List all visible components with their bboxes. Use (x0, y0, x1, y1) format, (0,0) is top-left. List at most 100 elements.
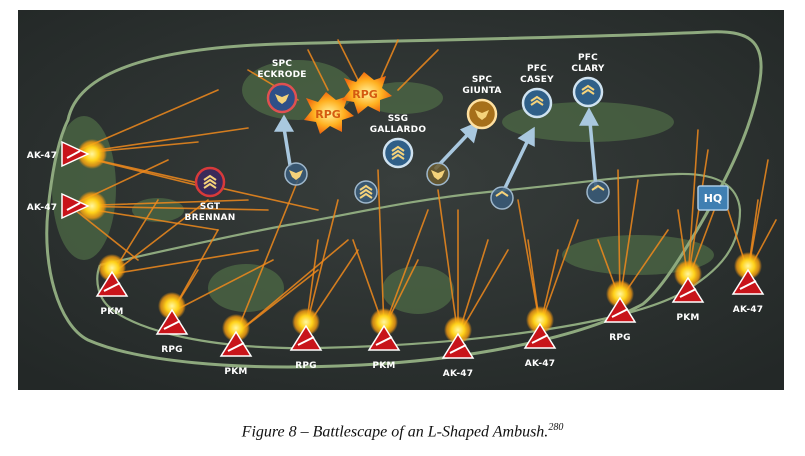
friendly-token (490, 186, 514, 210)
fire-line (687, 129, 699, 281)
fire-line (307, 49, 329, 91)
friendly-token (354, 180, 378, 204)
spc-eagle-icon (275, 94, 289, 104)
fire-line (687, 149, 709, 281)
rank-chevron-icon (391, 149, 405, 156)
fire-line (305, 199, 339, 329)
soldier-token (521, 87, 553, 119)
muzzle-flash (734, 252, 762, 280)
fire-line (69, 153, 319, 211)
rank-chevron-icon (203, 178, 217, 185)
enemy-position: RPG (289, 308, 323, 371)
soldier-name-label: PFC (527, 64, 547, 74)
soldier-name-label: CLARY (571, 64, 605, 74)
muzzle-flash (158, 292, 186, 320)
enemy-position: RPG (155, 292, 189, 355)
rank-chevron-icon (495, 190, 509, 197)
fire-line (171, 259, 274, 313)
fire-line (397, 49, 439, 91)
muzzle-flash (222, 314, 250, 342)
enemy-position: PKM (95, 254, 129, 317)
muzzle-flash (77, 191, 107, 221)
soldier-name-label: SSG (388, 114, 409, 124)
rifle-icon (227, 342, 245, 352)
rifle-icon (679, 288, 697, 298)
rank-chevron-icon (530, 99, 544, 106)
battlescape-map: RPG RPG HQ SPCECKRODESSGGALLARDOSPCGIUNT… (18, 10, 784, 390)
fire-line (111, 199, 209, 275)
soldier-token (194, 166, 226, 198)
muzzle-flash (526, 306, 554, 334)
rpg-blast-1: RPG (304, 92, 354, 134)
enemy-position: AK-47 (27, 139, 107, 169)
fire-line (617, 169, 621, 301)
rank-chevron-icon (391, 145, 405, 152)
enemy-position: PKM (219, 314, 253, 377)
soldier-name-label: SPC (272, 59, 292, 69)
road-inner (96, 172, 742, 350)
rifle-icon (297, 336, 315, 346)
rank-chevron-icon (391, 153, 405, 160)
caption-footnote-ref: 280 (548, 422, 564, 433)
enemy-position: AK-47 (731, 252, 765, 315)
soldier-name-label: BRENNAN (185, 213, 236, 223)
spc-eagle-icon (475, 110, 489, 120)
soldier-name-label: SGT (200, 202, 221, 212)
fire-line (377, 169, 385, 329)
rpg-blast-2: RPG (342, 72, 392, 114)
rank-chevron-icon (581, 88, 595, 95)
soldier-token (572, 76, 604, 108)
spc-eagle-icon (431, 170, 445, 180)
friendly-token (426, 162, 450, 186)
fire-line (337, 39, 359, 81)
rifle-icon (163, 320, 181, 330)
muzzle-flash (606, 280, 634, 308)
map-background (18, 10, 784, 390)
enemy-position: AK-47 (27, 191, 107, 221)
rank-chevron-icon (359, 192, 373, 199)
enemy-weapon-label: PKM (100, 307, 123, 317)
rifle-icon (739, 280, 757, 290)
movement-arrows (273, 107, 599, 192)
soldier-name-label: CASEY (520, 75, 554, 85)
muzzle-flash (77, 139, 107, 169)
rifle-icon (375, 336, 393, 346)
enemy-weapon-label: AK-47 (27, 151, 57, 161)
enemy-weapon-label: PKM (676, 313, 699, 323)
friendly-soldiers: SPCECKRODESSGGALLARDOSPCGIUNTAPFCCASEYPF… (185, 53, 605, 223)
friendly-secondary-tokens (284, 162, 610, 210)
enemy-weapon-label: AK-47 (733, 305, 763, 315)
enemy-position: PKM (367, 308, 401, 371)
hq-label: HQ (704, 192, 723, 205)
fire-line (377, 39, 399, 86)
soldier-name-label: PFC (578, 53, 598, 63)
muzzle-flash (444, 316, 472, 344)
rpg-blast-text: RPG (315, 108, 341, 121)
enemy-weapon-label: AK-47 (443, 369, 473, 379)
road-outline (45, 30, 763, 369)
muzzle-flash (370, 308, 398, 336)
soldier-token (382, 137, 414, 169)
rank-chevron-icon (359, 188, 373, 195)
muzzle-flash (674, 260, 702, 288)
rifle-icon (103, 282, 121, 292)
rifle-icon (531, 334, 549, 344)
rifle-icon (449, 344, 467, 354)
rank-chevron-icon (530, 95, 544, 102)
enemy-weapon-label: RPG (609, 333, 631, 343)
enemy-weapon-label: AK-47 (27, 203, 57, 213)
caption-text: Figure 8 – Battlescape of an L-Shaped Am… (241, 423, 549, 441)
fire-line (235, 179, 299, 335)
soldier-name-label: GIUNTA (462, 86, 501, 96)
friendly-token (284, 162, 308, 186)
enemy-weapon-label: RPG (295, 361, 317, 371)
enemy-weapon-label: PKM (224, 367, 247, 377)
fire-line (619, 179, 639, 301)
rpg-blast-text: RPG (352, 88, 378, 101)
rank-chevron-icon (359, 184, 373, 191)
